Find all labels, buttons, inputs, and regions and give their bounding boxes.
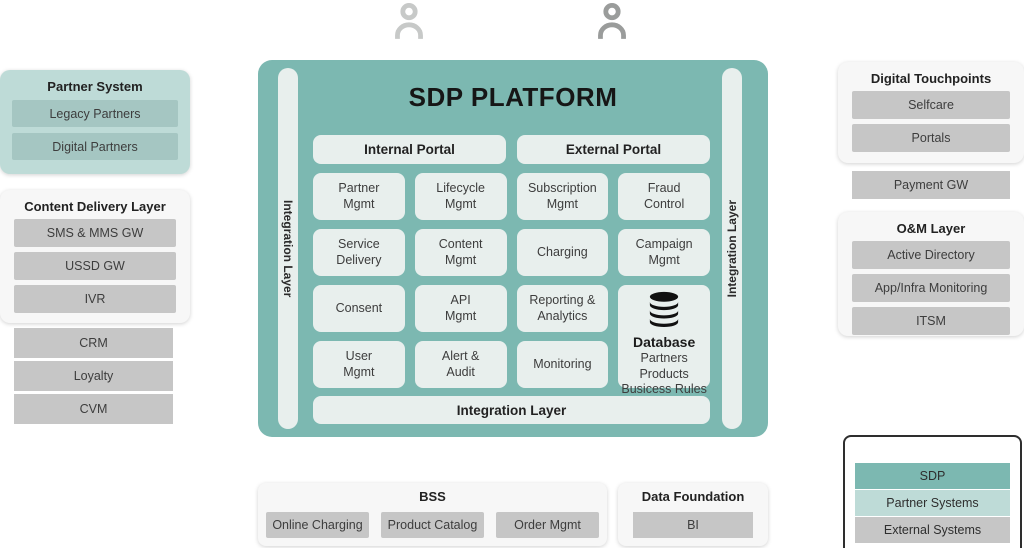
integration-layer-bottom-bar: Integration Layer xyxy=(313,396,710,424)
om-layer-title: O&M Layer xyxy=(896,221,966,236)
cvm-box: CVM xyxy=(14,394,173,424)
module-fraud-control: Fraud Control xyxy=(618,173,710,220)
module-monitoring: Monitoring xyxy=(516,341,609,388)
loyalty-box: Loyalty xyxy=(14,361,173,391)
ussd-gw-item: USSD GW xyxy=(14,252,176,280)
legend-external-systems: External Systems xyxy=(855,517,1010,543)
legend-partner-systems: Partner Systems xyxy=(855,490,1010,516)
portals-row: Internal Portal External Portal xyxy=(313,135,710,164)
partner-system-title: Partner System xyxy=(47,79,143,94)
module-grid: Partner Mgmt Lifecycle Mgmt Subscription… xyxy=(313,173,710,396)
integration-layer-right-rail: Integration Layer xyxy=(722,68,742,429)
module-api-mgmt: API Mgmt xyxy=(414,285,507,332)
ivr-item: IVR xyxy=(14,285,176,313)
module-campaign-mgmt: Campaign Mgmt xyxy=(618,229,710,276)
external-user-icon xyxy=(594,2,630,40)
module-reporting-analytics: Reporting & Analytics xyxy=(516,285,609,332)
legacy-partners-item: Legacy Partners xyxy=(12,100,178,127)
bss-items-row: Online Charging Product Catalog Order Mg… xyxy=(258,512,607,538)
database-line: Partners xyxy=(640,351,688,366)
active-directory-item: Active Directory xyxy=(852,241,1010,269)
module-subscription-mgmt: Subscription Mgmt xyxy=(516,173,609,220)
digital-touchpoints-title: Digital Touchpoints xyxy=(870,71,992,86)
external-portal: External Portal xyxy=(517,135,710,164)
partner-system-panel: Partner System Legacy Partners Digital P… xyxy=(0,70,190,174)
data-foundation-panel: Data Foundation BI xyxy=(618,483,768,546)
legend-sdp: SDP xyxy=(855,463,1010,489)
digital-touchpoints-panel: Digital Touchpoints Selfcare Portals xyxy=(838,62,1024,163)
module-consent: Consent xyxy=(313,285,405,332)
internal-user-icon xyxy=(391,2,427,40)
crm-box: CRM xyxy=(14,328,173,358)
payment-gw-box: Payment GW xyxy=(852,171,1010,199)
database-line: Busicess Rules xyxy=(621,381,707,396)
sdp-platform-container: SDP PLATFORM Integration Layer Integrati… xyxy=(258,60,768,437)
database-line: Products xyxy=(639,366,689,381)
digital-partners-item: Digital Partners xyxy=(12,133,178,160)
portals-item: Portals xyxy=(852,124,1010,152)
platform-title: SDP PLATFORM xyxy=(408,82,618,112)
selfcare-item: Selfcare xyxy=(852,91,1010,119)
bss-title: BSS xyxy=(419,489,446,504)
database-box: Database Partners Products Busicess Rule… xyxy=(618,285,710,396)
order-mgmt-item: Order Mgmt xyxy=(496,512,599,538)
platform-inner: Internal Portal External Portal Partner … xyxy=(313,60,710,437)
content-delivery-title: Content Delivery Layer xyxy=(24,199,166,214)
app-infra-monitoring-item: App/Infra Monitoring xyxy=(852,274,1010,302)
module-content-mgmt: Content Mgmt xyxy=(414,229,507,276)
module-alert-audit: Alert & Audit xyxy=(414,341,507,388)
itsm-item: ITSM xyxy=(852,307,1010,335)
integration-layer-left-label: Integration Layer xyxy=(281,199,295,298)
integration-layer-left-rail: Integration Layer xyxy=(278,68,298,429)
module-lifecycle-mgmt: Lifecycle Mgmt xyxy=(414,173,507,220)
internal-portal: Internal Portal xyxy=(313,135,506,164)
integration-layer-right-label: Integration Layer xyxy=(725,199,739,298)
database-icon xyxy=(648,291,680,332)
content-delivery-panel: Content Delivery Layer SMS & MMS GW USSD… xyxy=(0,190,190,323)
module-partner-mgmt: Partner Mgmt xyxy=(313,173,405,220)
bi-item: BI xyxy=(633,512,753,538)
product-catalog-item: Product Catalog xyxy=(381,512,484,538)
data-foundation-title: Data Foundation xyxy=(641,489,745,504)
om-layer-panel: O&M Layer Active Directory App/Infra Mon… xyxy=(838,212,1024,336)
bss-panel: BSS Online Charging Product Catalog Orde… xyxy=(258,483,607,546)
sms-mms-gw-item: SMS & MMS GW xyxy=(14,219,176,247)
module-user-mgmt: User Mgmt xyxy=(313,341,405,388)
online-charging-item: Online Charging xyxy=(266,512,369,538)
legend-box: SDP Partner Systems External Systems xyxy=(843,435,1022,548)
module-charging: Charging xyxy=(516,229,609,276)
database-title: Database xyxy=(632,334,696,351)
module-service-delivery: Service Delivery xyxy=(313,229,405,276)
